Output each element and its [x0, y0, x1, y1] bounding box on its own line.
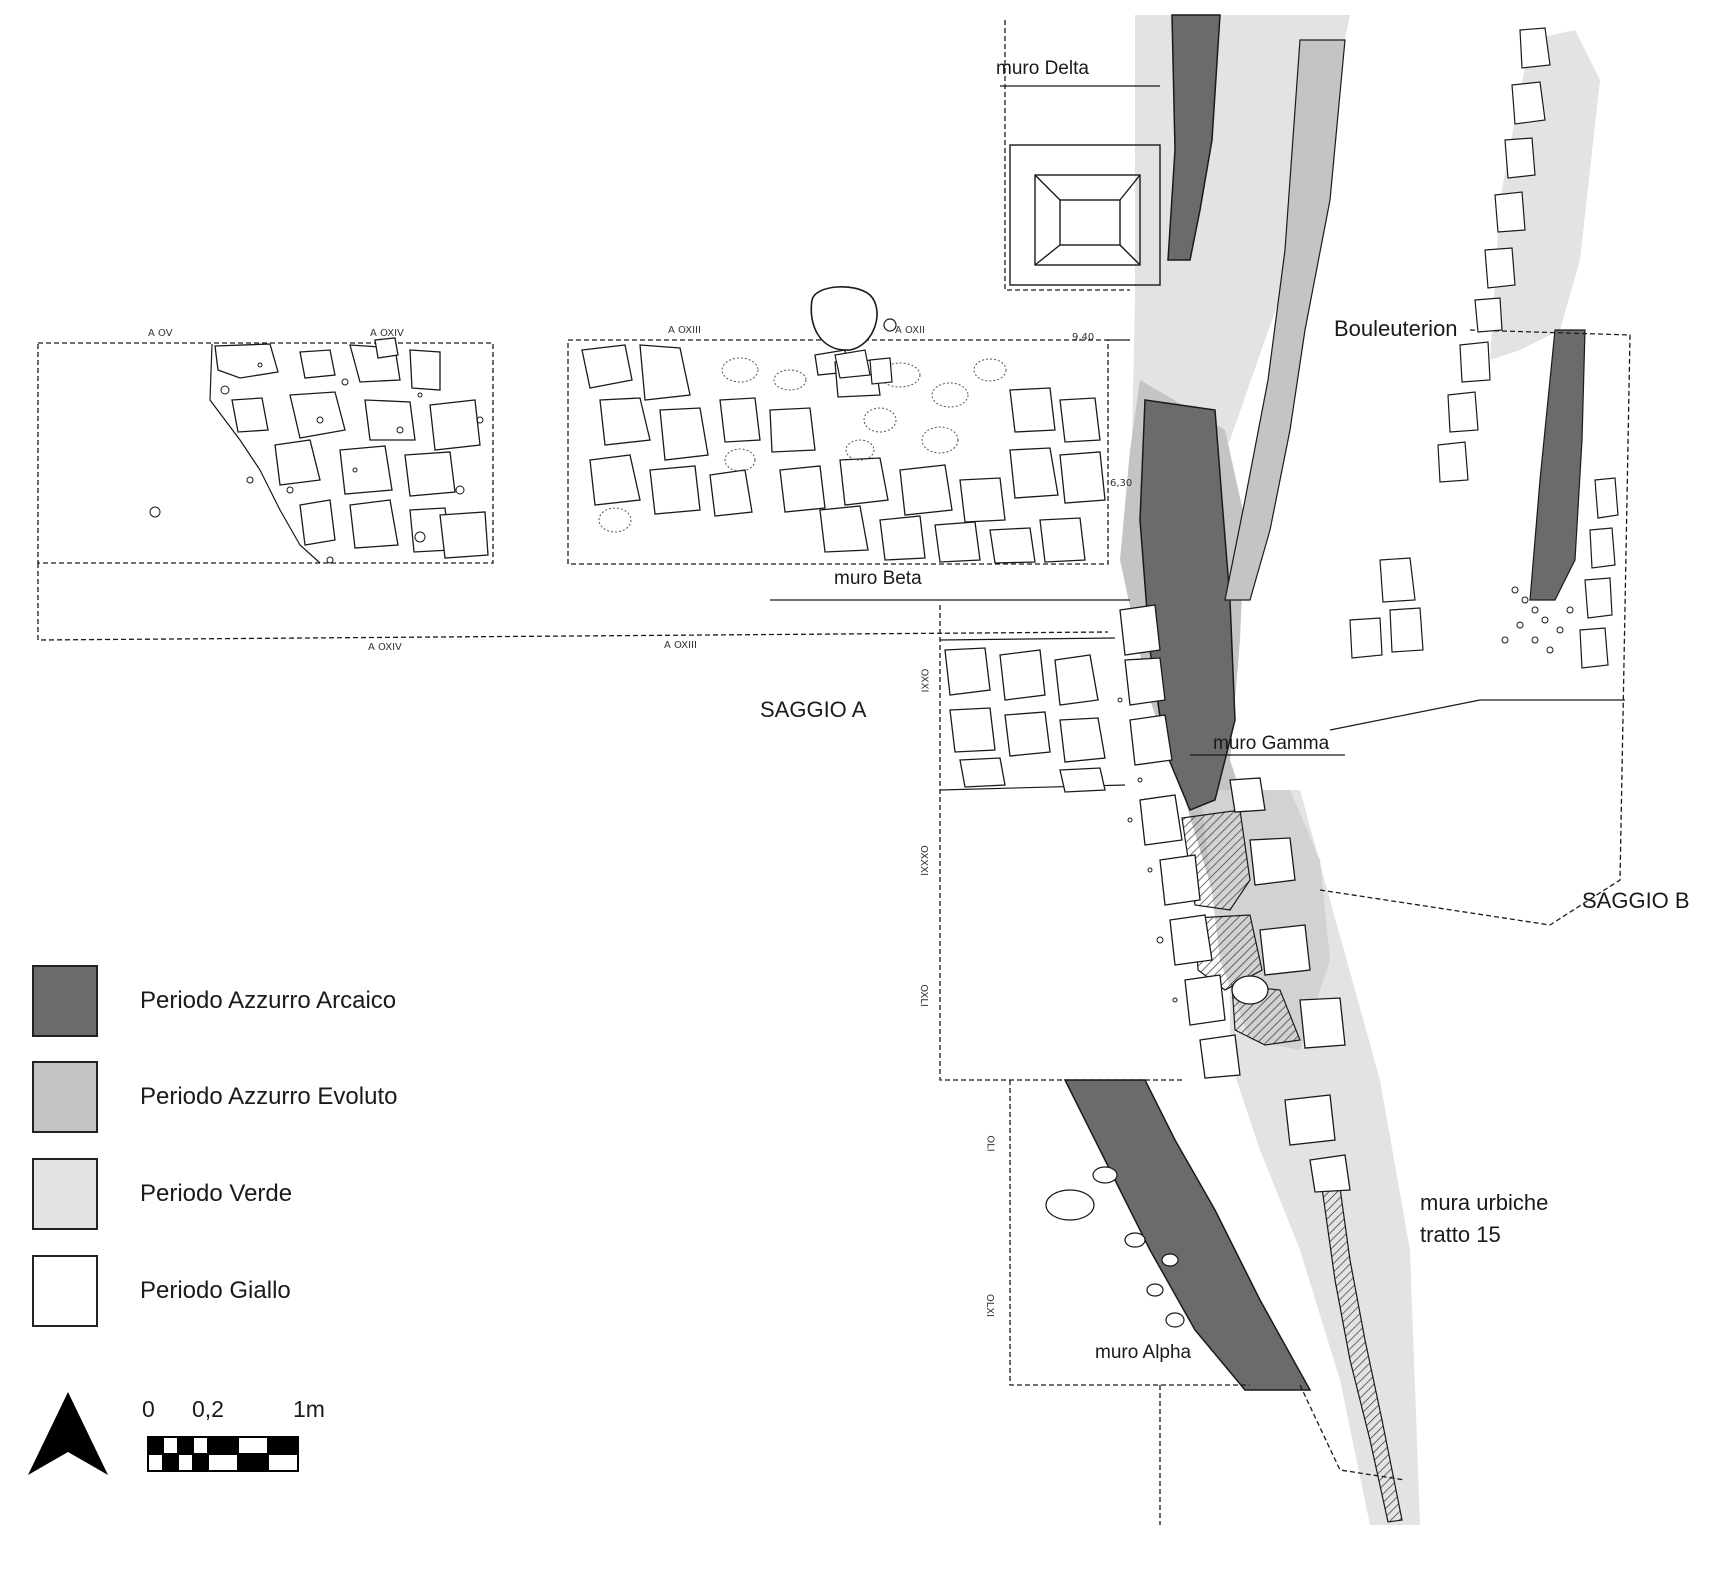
legend-item-azzurro-evoluto: Periodo Azzurro Evoluto [32, 1061, 552, 1135]
grid-top-2: A OXIV [370, 328, 404, 339]
label-saggio-a: SAGGIO A [760, 697, 867, 722]
muro-delta-wall [1167, 14, 1221, 261]
stones-left-block [214, 337, 489, 559]
legend-swatch [32, 1255, 98, 1327]
pebbles-bouleuterion [1501, 586, 1574, 654]
scale-label-02: 0,2 [192, 1396, 224, 1422]
scale-bar [147, 1436, 299, 1472]
hatched-mura-urbiche [1321, 1187, 1403, 1523]
grid-bottom-1: A OXIV [368, 642, 402, 653]
grid-side-3: OXLI [917, 984, 929, 1007]
grid-top-3: A OXIII [668, 325, 701, 336]
label-tratto-15: tratto 15 [1420, 1222, 1501, 1247]
label-leaders [770, 85, 1345, 756]
north-arrow-icon [28, 1392, 108, 1475]
elevation-1: 9,40 [1072, 332, 1095, 343]
legend-label: Periodo Giallo [140, 1277, 291, 1304]
legend-item-giallo: Periodo Giallo [32, 1255, 552, 1329]
grid-side-1: OXXI [918, 668, 930, 693]
grid-top-1: A OV [148, 328, 173, 339]
label-saggio-b: SAGGIO B [1582, 888, 1690, 913]
muro-delta-structure [1009, 144, 1161, 286]
scale-label-0: 0 [142, 1396, 155, 1422]
legend-swatch [32, 1158, 98, 1230]
label-muro-gamma: muro Gamma [1213, 733, 1330, 754]
bouleuterion-wall-dark [1529, 329, 1586, 601]
grid-side-2: OXXXI [917, 845, 929, 876]
stones-alpha-area [1045, 1166, 1185, 1328]
grid-top-4: A OXII [895, 325, 925, 336]
grid-side-4: OLI [984, 1135, 996, 1152]
label-muro-alpha: muro Alpha [1095, 1342, 1192, 1363]
legend-item-verde: Periodo Verde [32, 1158, 552, 1232]
label-muro-delta: muro Delta [996, 58, 1089, 79]
label-bouleuterion: Bouleuterion [1334, 316, 1458, 341]
legend-swatch [32, 1061, 98, 1133]
grid-bottom-2: A OXIII [664, 640, 697, 651]
trench-outlines [37, 20, 1631, 1525]
stones-verde-south [1229, 777, 1351, 1193]
legend-label: Periodo Verde [140, 1180, 293, 1207]
label-muro-beta: muro Beta [834, 568, 922, 589]
legend-swatch [32, 965, 98, 1037]
pebbles-saggio-a-lower [1117, 697, 1178, 1003]
scale-label-1m: 1m [293, 1396, 325, 1422]
left-block-edge [209, 343, 321, 564]
legend-label: Periodo Azzurro Arcaico [140, 987, 397, 1014]
label-mura-urbiche: mura urbiche [1420, 1190, 1549, 1215]
stones-bouleuterion [1349, 27, 1619, 669]
elevation-2: 6,30 [1110, 478, 1133, 489]
stones-saggio-a-lower [944, 604, 1241, 1079]
legend-label: Periodo Azzurro Evoluto [140, 1083, 398, 1110]
pebbles-left-block [149, 362, 484, 564]
boulder-top [810, 285, 878, 351]
boulder-small [834, 318, 897, 385]
legend-item-azzurro-arcaico: Periodo Azzurro Arcaico [32, 965, 552, 1039]
muro-alpha-wall [1063, 1079, 1312, 1391]
bouleuterion-stones-mid [1224, 39, 1346, 601]
dotted-stones-central [598, 357, 1007, 533]
grid-side-5: OLXI [984, 1293, 996, 1318]
